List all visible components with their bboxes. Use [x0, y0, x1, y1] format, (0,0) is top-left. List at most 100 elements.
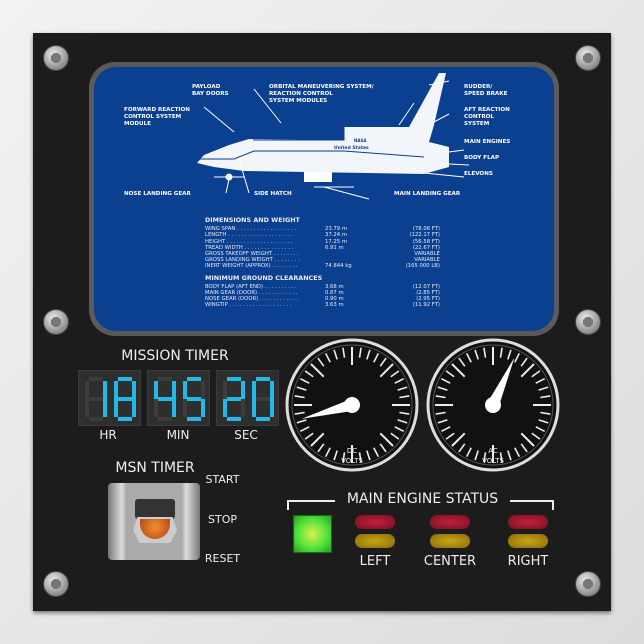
gauge-tick	[379, 363, 394, 378]
gauge-tick	[458, 357, 466, 367]
spec-cell: 37.24 m	[325, 232, 348, 239]
center-label: CENTER	[423, 554, 477, 569]
gauge-tick	[483, 452, 487, 463]
seconds-display	[216, 370, 279, 426]
gauge-tick	[499, 347, 503, 358]
digit-segment	[223, 381, 227, 399]
label-side-hatch: SIDE HATCH	[254, 191, 292, 197]
gauge-tick	[310, 363, 325, 378]
digit-segment	[154, 399, 158, 417]
left-yellow-light	[355, 534, 395, 548]
gauge-tick	[535, 377, 546, 384]
master-status-light	[293, 515, 332, 553]
spec-cell: HEIGHT . . . . . . . . . . . . . . . . .…	[205, 238, 293, 245]
digit-segment	[187, 417, 201, 421]
spec-cell: 74 844 kg	[325, 263, 352, 270]
spec-cell: 6.91 m	[325, 244, 344, 251]
digit-segment	[252, 381, 256, 399]
spec-row: TREAD WIDTH . . . . . . . . . . . . . . …	[205, 245, 440, 251]
digit-segment	[172, 399, 176, 417]
gauge-tick	[538, 419, 549, 424]
dc-label-1: DC	[346, 447, 358, 455]
spec-cell: GROSS LANDING WEIGHT . . . . . . . .	[205, 257, 300, 264]
spec-cell: (11.92 FT)	[412, 302, 440, 309]
spec-cell: 17.25 m	[325, 238, 348, 245]
gauge-tick	[520, 432, 535, 447]
spec-cell: NOSE GEAR (DOOR) . . . . . . . . . . . .	[205, 296, 299, 303]
gauge-tick	[437, 419, 448, 424]
spec-row: INERT WEIGHT (APPROX) . . . . . . . . 74 …	[205, 263, 440, 269]
label-rudder: RUDDER/ SPEED BRAKE	[464, 84, 508, 97]
right-label: RIGHT	[507, 554, 549, 569]
gauge-tick	[507, 450, 512, 461]
gauge-tick	[451, 363, 466, 378]
spec-cell: (2.85 FT)	[416, 290, 440, 297]
digit-segment	[241, 381, 245, 399]
gauge-tick	[440, 377, 451, 384]
gauge-tick	[304, 370, 314, 378]
digit-segment	[187, 377, 201, 381]
gauge-inner-ring	[432, 344, 554, 466]
gauge-tick	[445, 432, 455, 440]
gauge-tick	[294, 395, 305, 399]
dimensions-title: DIMENSIONS AND WEIGHT	[205, 216, 300, 224]
digit-segment	[118, 377, 132, 381]
gauge-tick	[373, 447, 380, 458]
spec-cell: INERT WEIGHT (APPROX) . . . . . . . .	[205, 263, 298, 270]
gauge-tick	[535, 426, 546, 433]
msn-timer-toggle-switch[interactable]	[108, 483, 200, 560]
digit-segment	[85, 399, 89, 417]
gauge-tick	[317, 357, 325, 367]
center-red-light	[430, 515, 470, 529]
digit-segment	[256, 417, 270, 421]
digit-segment	[270, 381, 274, 399]
spec-cell: (2.95 FT)	[416, 296, 440, 303]
digit-segment	[85, 381, 89, 399]
digit-segment	[103, 381, 107, 399]
spec-cell: 0.90 m	[325, 296, 344, 303]
reset-label: RESET	[204, 552, 241, 565]
label-aft-rcs: AFT REACTION CONTROL SYSTEM	[464, 107, 510, 127]
spec-row: NOSE GEAR (DOOR) . . . . . . . . . . . .…	[205, 296, 440, 302]
gauge-needle	[487, 357, 515, 408]
gauge-tick	[296, 419, 307, 424]
spec-cell: VARIABLE	[414, 251, 440, 258]
gauge-tick	[366, 349, 371, 360]
spec-cell: BODY FLAP (AFT END) . . . . . . . . . .	[205, 283, 297, 290]
gauge-hub	[344, 397, 360, 413]
digit-segment	[183, 381, 187, 399]
gauge-tick	[324, 352, 331, 363]
min-label: MIN	[166, 428, 190, 442]
ac-label-2: VOLTS	[482, 457, 504, 465]
gauge-tick	[514, 447, 521, 458]
gauge-tick	[342, 452, 346, 463]
digit-segment	[183, 399, 187, 417]
gauge-tick	[304, 432, 314, 440]
digit-segment	[227, 417, 241, 421]
spec-row: GROSS LANDING WEIGHT . . . . . . . .VARI…	[205, 257, 440, 263]
spec-cell: GROSS TAKEOFF WEIGHT . . . . . . . .	[205, 251, 299, 258]
gauge-inner-ring	[291, 344, 413, 466]
gauge-tick	[390, 370, 400, 378]
label-payload-bay-doors: PAYLOAD BAY DOORS	[192, 84, 229, 97]
label-forward-rcs: FORWARD REACTION CONTROL SYSTEM MODULE	[124, 107, 190, 127]
spec-row: GROSS TAKEOFF WEIGHT . . . . . . . . VARI…	[205, 251, 440, 257]
gauge-dc-volts	[285, 338, 419, 472]
digit-segment	[241, 399, 245, 417]
msn-timer-title: MSN TIMER	[115, 460, 195, 476]
gauge-tick	[540, 411, 551, 415]
gauge-tick	[474, 450, 479, 461]
screw-icon	[575, 309, 601, 335]
gauge-needle	[301, 399, 354, 419]
engine-status-title: MAIN ENGINE STATUS	[335, 491, 510, 507]
right-red-light	[508, 515, 548, 529]
gauge-tick	[379, 432, 394, 447]
spec-cell: WINGTIP . . . . . . . . . . . . . . . . …	[205, 302, 292, 309]
digit-segment	[256, 377, 270, 381]
screw-icon	[43, 571, 69, 597]
gauge-tick	[437, 386, 448, 391]
label-elevons: ELEVONS	[464, 171, 493, 177]
gauge-tick	[358, 347, 362, 358]
digit-segment	[172, 381, 176, 399]
gauge-tick	[451, 432, 466, 447]
